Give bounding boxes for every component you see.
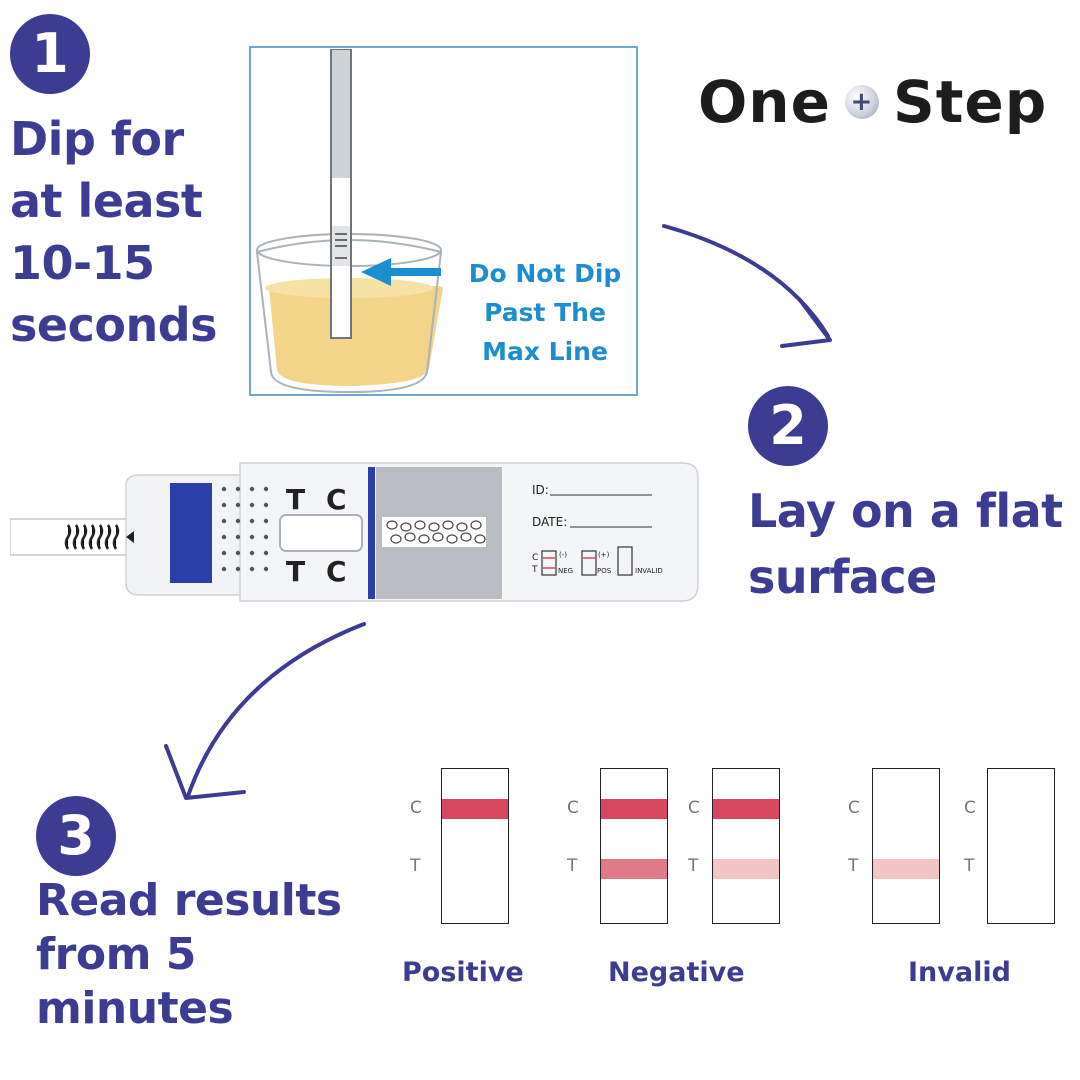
arrow-to-step3-head <box>164 744 246 800</box>
legend-neg-sign: (-) <box>559 551 567 559</box>
cassette-id-label: ID: <box>532 483 549 497</box>
step3-number-badge: 3 <box>36 796 116 876</box>
step3-line: minutes <box>36 983 234 1034</box>
brand-logo: One + Step <box>698 62 1047 142</box>
step3-instruction: Read results from 5 minutes <box>36 874 342 1036</box>
cassette-letter-c-bottom: C <box>326 555 347 588</box>
cassette-date-label: DATE: <box>532 515 568 529</box>
legend-c: C <box>532 553 539 563</box>
brand-word-step: Step <box>892 68 1048 136</box>
arrow-to-step2 <box>662 224 830 338</box>
step2-number-badge: 2 <box>748 386 828 466</box>
legend-pos-sign: (+) <box>598 551 610 559</box>
step1-line: seconds <box>10 298 218 352</box>
step1-line: 10-15 <box>10 236 155 290</box>
step1-line: Dip for <box>10 112 184 166</box>
step2-line: surface <box>748 550 937 604</box>
step1-line: at least <box>10 174 203 228</box>
step2-line: Lay on a flat <box>748 484 1063 538</box>
warning-line: Past The <box>484 298 606 327</box>
test-cassette: C T T C ID: DATE: C T (-) NEG (+) POS IN… <box>10 455 700 610</box>
cassette-letter-t-top: T <box>286 483 306 516</box>
cassette-body-image <box>10 462 699 602</box>
legend-t: T <box>532 565 538 575</box>
arrow-to-step2-head <box>780 298 832 348</box>
warning-line: Max Line <box>482 337 608 366</box>
dip-illustration: Do Not Dip Past The Max Line <box>249 46 638 396</box>
plus-icon: + <box>844 85 879 119</box>
cassette-letter-t-bottom: T <box>286 555 306 588</box>
arrow-to-step3 <box>186 622 366 798</box>
step1-instruction: Dip for at least 10-15 seconds <box>10 108 218 356</box>
brand-word-one: One <box>698 68 831 136</box>
plus-glyph: + <box>850 87 874 117</box>
step1-number-badge: 1 <box>10 14 90 94</box>
step3-line: from 5 <box>36 929 196 980</box>
step3-line: Read results <box>36 875 342 926</box>
cup-with-strip-image <box>255 49 443 394</box>
legend-neg: NEG <box>558 567 574 575</box>
legend-invalid: INVALID <box>635 567 663 575</box>
warning-line: Do Not Dip <box>468 259 622 288</box>
cassette-letter-c-top: C <box>326 483 347 516</box>
max-line-warning: Do Not Dip Past The Max Line <box>451 254 639 371</box>
legend-pos: POS <box>597 567 612 575</box>
step2-instruction: Lay on a flat surface <box>748 478 1063 610</box>
